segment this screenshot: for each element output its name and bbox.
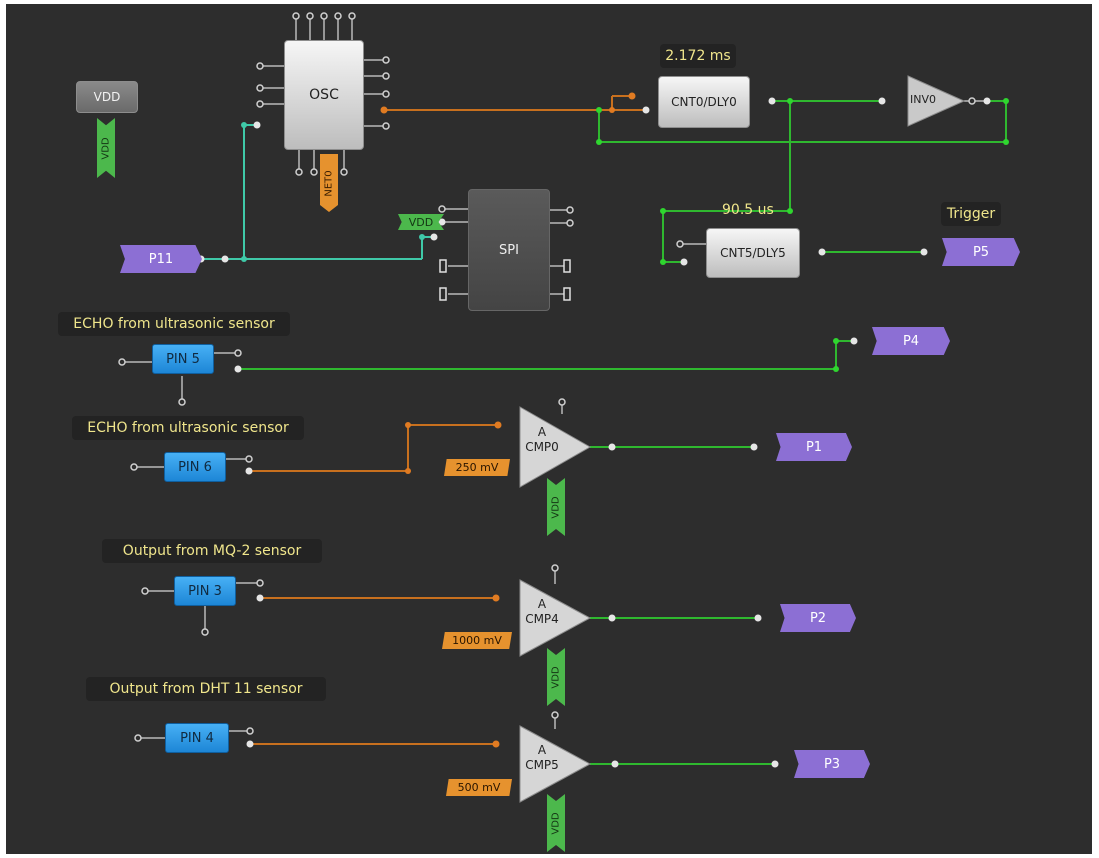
cmp4-name-label: CMP4 (525, 612, 559, 626)
cnt0-block[interactable]: CNT0/DLY0 (658, 76, 750, 128)
spi-vdd-tag: VDD (398, 214, 444, 230)
port-p2[interactable]: P2 (780, 604, 856, 632)
trigger-label: Trigger (941, 202, 1001, 226)
cmp4-a-label: A (537, 597, 547, 611)
wire-dots (197, 97, 991, 768)
cmp0-vdd-label: VDD (550, 495, 562, 519)
pin4-block[interactable]: PIN 4 (165, 723, 229, 753)
teal-dots (241, 122, 425, 262)
green-dots (596, 98, 1009, 372)
cmp0-name-label: CMP0 (525, 440, 559, 454)
dht-label: Output from DHT 11 sensor (86, 677, 326, 701)
echo-label-1: ECHO from ultrasonic sensor (58, 312, 290, 336)
port-p3[interactable]: P3 (794, 750, 870, 778)
cmp0-a-label: A (537, 425, 547, 439)
cmp4-body[interactable] (519, 579, 592, 657)
cnt5-block[interactable]: CNT5/DLY5 (706, 228, 800, 278)
cmp5-vdd-tag: VDD (547, 794, 565, 852)
spi-block[interactable]: SPI (468, 189, 550, 311)
net0-tag: NET0 (320, 154, 338, 212)
inv0-label: INV0 (910, 93, 936, 106)
port-p1[interactable]: P1 (776, 433, 852, 461)
spi-pads (439, 259, 571, 301)
osc-block[interactable]: OSC (284, 40, 364, 150)
cnt0-time-label: 2.172 ms (660, 44, 736, 68)
vdd-net-tag-label: VDD (100, 136, 112, 160)
vdd-block[interactable]: VDD (76, 81, 138, 113)
pin5-block[interactable]: PIN 5 (152, 344, 214, 374)
port-p4[interactable]: P4 (872, 327, 950, 355)
cmp4-ref-tag: 1000 mV (442, 632, 512, 649)
echo-label-2: ECHO from ultrasonic sensor (72, 416, 304, 440)
pin6-block[interactable]: PIN 6 (164, 452, 226, 482)
cmp0-body[interactable] (519, 406, 592, 488)
orange-dots (380, 92, 636, 748)
port-p11[interactable]: P11 (120, 245, 202, 273)
cmp0-ref-tag: 250 mV (444, 459, 510, 476)
cmp5-ref-tag: 500 mV (446, 779, 512, 796)
cmp5-vdd-label: VDD (550, 811, 562, 835)
port-p5[interactable]: P5 (942, 238, 1020, 266)
cnt5-time-label: 90.5 us (722, 202, 774, 218)
cmp4-vdd-tag: VDD (547, 648, 565, 706)
inv0-body[interactable] (907, 75, 966, 127)
mq2-label: Output from MQ-2 sensor (102, 539, 322, 563)
cmp5-name-label: CMP5 (525, 758, 559, 772)
wires-layer (118, 12, 1009, 803)
stub-wires (124, 18, 987, 739)
open-terminals (118, 12, 976, 742)
vdd-net-tag: VDD (97, 118, 115, 178)
schematic-canvas[interactable]: VDD VDD OSC NET0 SPI VDD 2.172 ms CNT0/D… (6, 4, 1092, 854)
cmp5-a-label: A (537, 743, 547, 757)
cmp4-vdd-label: VDD (550, 665, 562, 689)
cmp0-vdd-tag: VDD (547, 478, 565, 536)
net0-tag-label: NET0 (323, 169, 335, 197)
pin3-block[interactable]: PIN 3 (174, 576, 236, 606)
cmp5-body[interactable] (519, 725, 592, 803)
green-wires (238, 100, 1007, 765)
